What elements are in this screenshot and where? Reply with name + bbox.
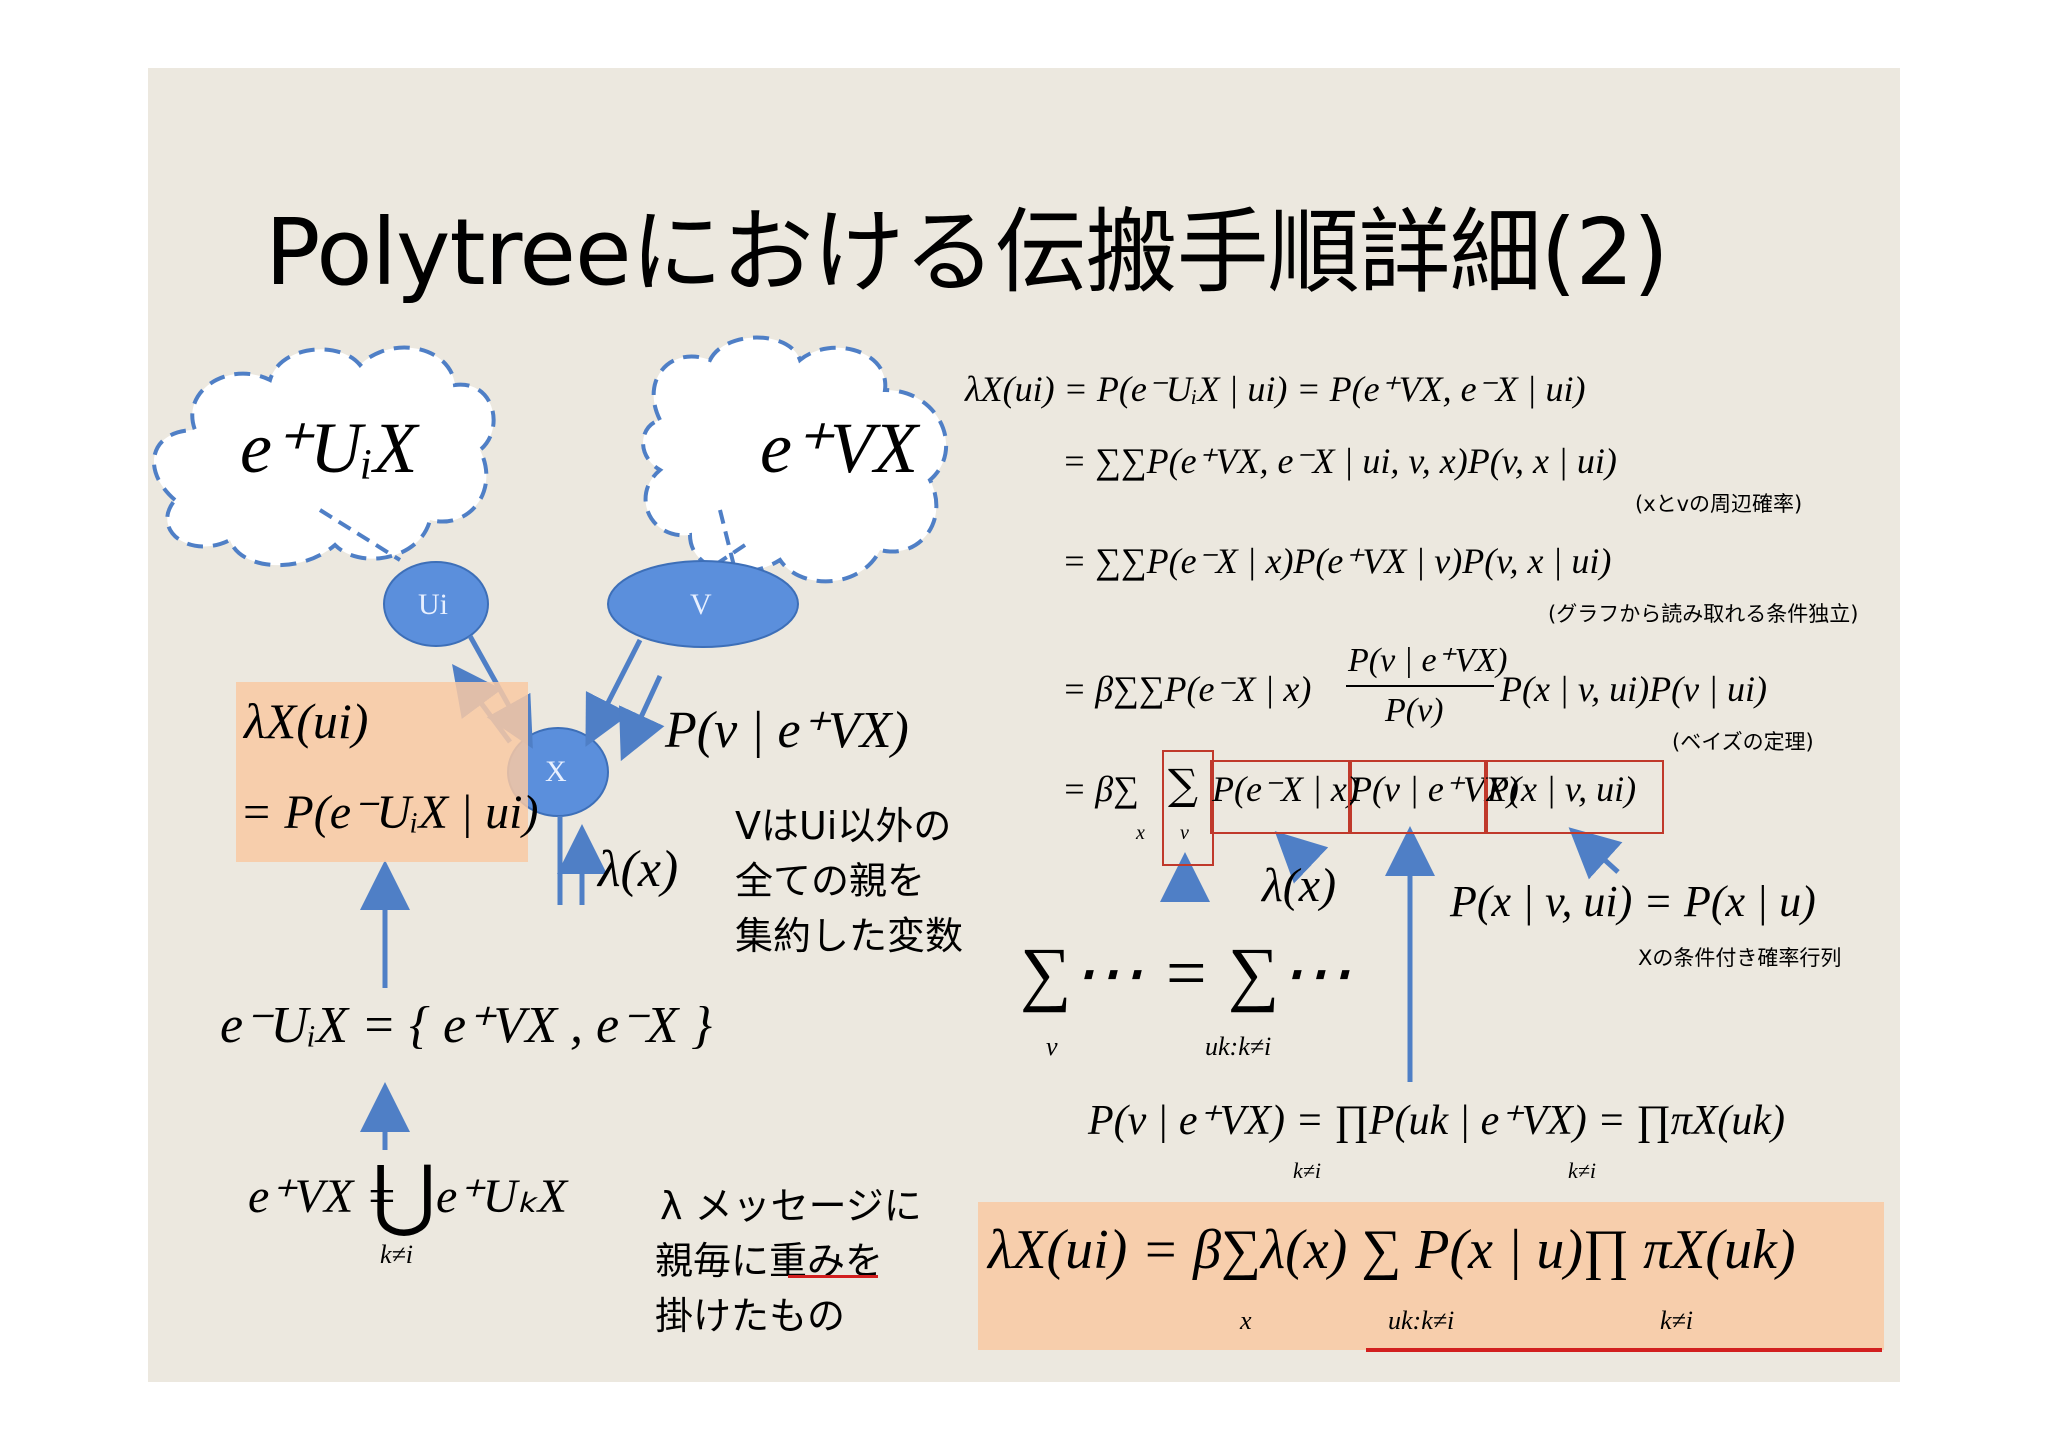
- cloud-right-label: e⁺VX: [760, 408, 918, 488]
- term-box-2: [1348, 760, 1488, 834]
- lambda-message-line2: = P(e⁻UᵢX | ui): [240, 786, 539, 839]
- sum-x-sub: x: [1136, 822, 1145, 844]
- deriv-note4: (ベイズの定理): [1672, 730, 1814, 754]
- deriv-line2: = ∑∑P(e⁺VX, e⁻X | ui, v, x)P(v, x | ui): [1062, 441, 1617, 481]
- sum-v-sub: v: [1180, 822, 1189, 844]
- cloud-right: [641, 335, 949, 584]
- v-note-2: 全ての親を: [735, 859, 926, 903]
- e-plus-lhs: e⁺VX =: [248, 1170, 398, 1223]
- deriv-line5-sum: ∑: [1168, 760, 1198, 809]
- lambda-message-box: [236, 682, 528, 862]
- deriv-line4a: = β∑∑P(e⁻X | x): [1062, 669, 1312, 709]
- fraction-bar: [1346, 685, 1494, 687]
- cond-note: Xの条件付き確率行列: [1638, 946, 1842, 970]
- v-note-3: 集約した変数: [735, 914, 964, 958]
- deriv-note2: (xとvの周辺確率): [1635, 492, 1803, 516]
- deriv-line5a: = β∑: [1062, 769, 1139, 809]
- final-sub-uk: uk:k≠i: [1388, 1306, 1455, 1335]
- union-sub: k≠i: [380, 1240, 414, 1269]
- union-symbol: ⋃: [372, 1150, 436, 1240]
- lambda-message-line1: λX(ui): [244, 693, 369, 749]
- term-box-1: [1210, 760, 1352, 834]
- prod-eq-sub1: k≠i: [1293, 1158, 1321, 1183]
- deriv-line5-t1: P(e⁻X | x): [1212, 769, 1359, 809]
- deriv-line5-t2: P(v | e⁺VX): [1350, 769, 1519, 809]
- deriv-line1: λX(ui) = P(e⁻UᵢX | ui) = P(e⁺VX, e⁻X | u…: [965, 369, 1586, 409]
- final-sub-x: x: [1240, 1306, 1252, 1335]
- lambda-x-label-2: λ(x): [1262, 859, 1337, 912]
- deriv-line3: = ∑∑P(e⁻X | x)P(e⁺VX | v)P(v, x | ui): [1062, 541, 1612, 581]
- node-ui-label: Ui: [418, 588, 448, 621]
- prod-eq-sub2: k≠i: [1568, 1158, 1596, 1183]
- prod-eq: P(v | e⁺VX) = ∏P(uk | e⁺VX) = ∏πX(uk): [1088, 1098, 1786, 1144]
- deriv-line4b: P(x | v, ui)P(v | ui): [1500, 669, 1767, 709]
- final-equation: λX(ui) = β∑λ(x) ∑ P(x | u)∏ πX(uk): [988, 1219, 1796, 1281]
- sum-eq-sub-lhs: v: [1046, 1032, 1058, 1061]
- e-minus-equation: e⁻UᵢX = { e⁺VX , e⁻X }: [220, 997, 713, 1054]
- cloud-left: [151, 345, 496, 567]
- node-x-label: X: [545, 755, 567, 788]
- final-sub-k: k≠i: [1660, 1306, 1694, 1335]
- final-underline: [1366, 1348, 1882, 1352]
- term-box-3: [1484, 760, 1664, 834]
- lambda-x-label: λ(x): [598, 841, 679, 898]
- e-plus-rhs: e⁺UₖX: [436, 1170, 568, 1223]
- weight-note-3: 掛けたもの: [655, 1294, 846, 1338]
- cond-eq: P(x | v, ui) = P(x | u): [1450, 877, 1816, 926]
- node-v-label: V: [690, 588, 712, 621]
- deriv-line4-num: P(v | e⁺VX): [1348, 642, 1508, 679]
- node-v: [607, 560, 799, 648]
- cloud-left-label: e⁺UᵢX: [240, 408, 418, 488]
- deriv-note3: (グラフから読み取れる条件独立): [1548, 602, 1859, 626]
- final-equation-box: [978, 1202, 1884, 1350]
- deriv-line4-den: P(v): [1385, 692, 1444, 729]
- weight-note-1: λ メッセージに: [660, 1184, 922, 1228]
- v-note-1: VはUi以外の: [735, 804, 952, 848]
- sum-eq-sub-rhs: uk:k≠i: [1205, 1032, 1272, 1061]
- sum-v-box: [1162, 750, 1214, 866]
- sum-eq: ∑⋯ = ∑⋯: [1020, 933, 1352, 1013]
- deriv-line5-t3: P(x | v, ui): [1487, 769, 1637, 809]
- node-ui: [383, 561, 489, 647]
- pv-label: P(v | e⁺VX): [665, 702, 909, 759]
- weight-underline: [788, 1275, 878, 1278]
- slide-title: Polytreeにおける伝搬手順詳細(2): [265, 199, 1669, 306]
